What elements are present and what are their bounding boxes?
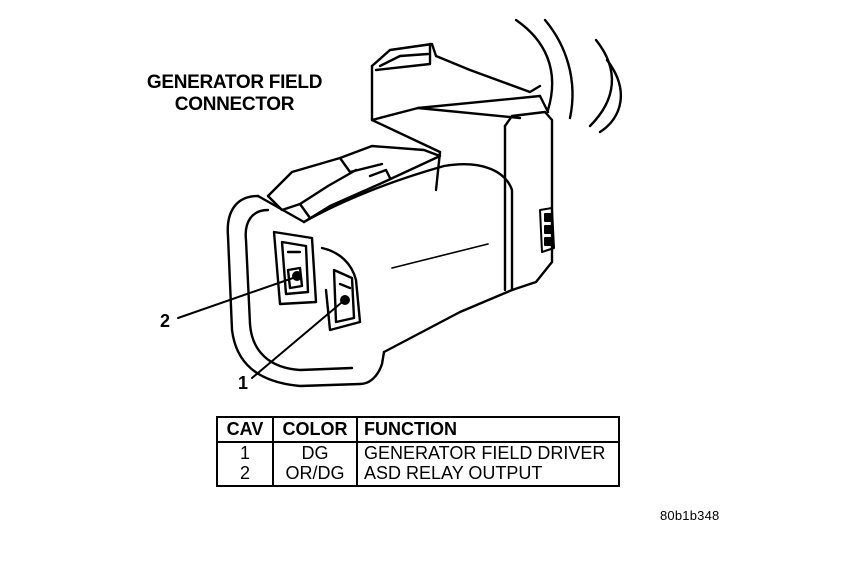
title-line-2: CONNECTOR xyxy=(174,94,295,115)
terminal-1-dot xyxy=(340,295,350,305)
wire-bundle xyxy=(514,18,623,134)
rear-housing xyxy=(370,42,554,292)
header-color: COLOR xyxy=(272,417,358,443)
table-row: 2 OR/DG ASD RELAY OUTPUT xyxy=(216,463,620,486)
title-line-1: GENERATOR FIELD xyxy=(146,72,323,93)
header-cav: CAV xyxy=(216,417,274,443)
connector-shell xyxy=(226,163,514,388)
leader-line-2 xyxy=(177,277,294,319)
callout-label-1: 1 xyxy=(238,373,249,393)
cell-cav: 1 xyxy=(216,442,274,463)
locking-latch xyxy=(266,144,442,224)
table-row: 1 DG GENERATOR FIELD DRIVER xyxy=(216,442,620,463)
diagram-title: GENERATOR FIELD CONNECTOR xyxy=(132,72,337,116)
pinout-table: CAV COLOR FUNCTION 1 DG GENERATOR FIELD … xyxy=(216,416,620,487)
reference-code: 80b1b348 xyxy=(660,508,720,523)
cell-function: ASD RELAY OUTPUT xyxy=(356,463,620,486)
side-release-detail xyxy=(539,207,555,253)
cavity-1 xyxy=(320,246,362,332)
cell-function: GENERATOR FIELD DRIVER xyxy=(356,442,620,463)
cell-color: OR/DG xyxy=(272,463,358,486)
table-header-row: CAV COLOR FUNCTION xyxy=(216,417,620,443)
leader-line-1 xyxy=(251,302,342,379)
terminal-2-dot xyxy=(292,271,302,281)
header-function: FUNCTION xyxy=(356,417,620,443)
cavity-2 xyxy=(272,230,318,306)
cell-cav: 2 xyxy=(216,463,274,486)
callout-label-2: 2 xyxy=(160,311,171,331)
body-seam-line xyxy=(391,243,489,269)
cell-color: DG xyxy=(272,442,358,463)
leader-lines xyxy=(177,277,342,379)
